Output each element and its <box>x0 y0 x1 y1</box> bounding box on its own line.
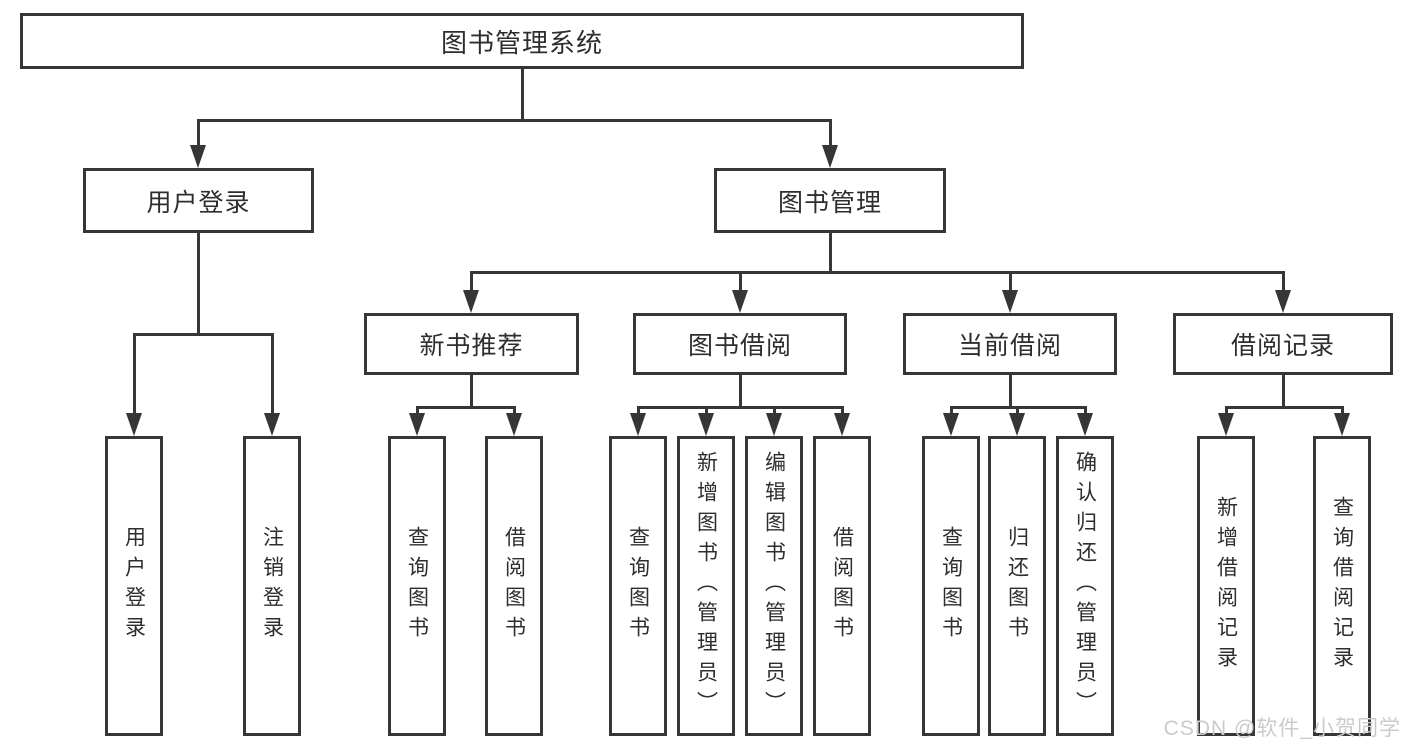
arrow-down-icon <box>506 413 522 436</box>
node-new-book-recommendation: 新书推荐 <box>364 313 579 375</box>
arrow-down-icon <box>822 145 838 168</box>
leaf-add-books-admin-label: 新增图书（管理员） <box>694 451 718 721</box>
node-user-login: 用户登录 <box>83 168 314 233</box>
leaf-logout-login-label: 注销登录 <box>260 526 284 646</box>
leaf-add-borrow-record: 新增借阅记录 <box>1197 436 1255 736</box>
connector-line <box>636 405 844 409</box>
connector-line <box>738 375 742 409</box>
node-book-management-label: 图书管理 <box>777 188 882 217</box>
arrow-down-icon <box>264 413 280 436</box>
connector-line <box>828 120 832 147</box>
connector-line <box>520 69 524 122</box>
connector-line <box>1083 407 1087 415</box>
leaf-borrow-books-borrowing: 借阅图书 <box>813 436 871 736</box>
connector-line <box>828 233 832 274</box>
connector-line <box>1015 407 1019 415</box>
connector-line <box>469 375 473 409</box>
arrow-down-icon <box>1334 413 1350 436</box>
leaf-edit-books-admin: 编辑图书（管理员） <box>745 436 803 736</box>
connector-line <box>196 233 200 336</box>
leaf-query-borrow-record-label: 查询借阅记录 <box>1330 496 1354 676</box>
connector-line <box>415 405 516 409</box>
connector-line <box>196 120 200 147</box>
arrow-down-icon <box>698 413 714 436</box>
node-root: 图书管理系统 <box>20 13 1024 69</box>
node-new-book-recommendation-label: 新书推荐 <box>419 332 524 360</box>
leaf-user-login-label: 用户登录 <box>122 526 146 646</box>
leaf-query-books-recommend: 查询图书 <box>388 436 446 736</box>
arrow-down-icon <box>126 413 142 436</box>
leaf-add-borrow-record-label: 新增借阅记录 <box>1214 496 1238 676</box>
leaf-return-books-label: 归还图书 <box>1005 526 1029 646</box>
arrow-down-icon <box>409 413 425 436</box>
node-borrowing-records: 借阅记录 <box>1173 313 1393 375</box>
arrow-down-icon <box>943 413 959 436</box>
connector-line <box>704 407 708 415</box>
connector-line <box>840 407 844 415</box>
watermark: CSDN @软件_小贺同学 <box>1163 717 1401 740</box>
arrow-down-icon <box>463 290 479 313</box>
connector-line <box>772 407 776 415</box>
node-book-management: 图书管理 <box>714 168 946 233</box>
connector-line <box>1224 405 1344 409</box>
connector-line <box>196 118 832 122</box>
connector-line <box>1224 407 1228 415</box>
leaf-user-login: 用户登录 <box>105 436 163 736</box>
leaf-query-books-borrowing: 查询图书 <box>609 436 667 736</box>
connector-line <box>1340 407 1344 415</box>
leaf-query-borrow-record: 查询借阅记录 <box>1313 436 1371 736</box>
arrow-down-icon <box>1218 413 1234 436</box>
leaf-return-books: 归还图书 <box>988 436 1046 736</box>
leaf-query-books-current-label: 查询图书 <box>939 526 963 646</box>
connector-line <box>949 407 953 415</box>
arrow-down-icon <box>1002 290 1018 313</box>
connector-line <box>469 272 473 292</box>
leaf-borrow-books-recommend-label: 借阅图书 <box>502 526 526 646</box>
node-user-login-label: 用户登录 <box>146 188 251 217</box>
arrow-down-icon <box>630 413 646 436</box>
arrow-down-icon <box>1275 290 1291 313</box>
arrow-down-icon <box>1077 413 1093 436</box>
node-borrowing-records-label: 借阅记录 <box>1230 332 1335 360</box>
connector-line <box>469 270 1285 274</box>
node-current-borrowing-label: 当前借阅 <box>957 332 1062 360</box>
node-book-borrowing: 图书借阅 <box>633 313 847 375</box>
connector-line <box>636 407 640 415</box>
arrow-down-icon <box>1009 413 1025 436</box>
leaf-query-books-current: 查询图书 <box>922 436 980 736</box>
arrow-down-icon <box>766 413 782 436</box>
node-root-label: 图书管理系统 <box>440 27 603 58</box>
leaf-logout-login: 注销登录 <box>243 436 301 736</box>
connector-line <box>512 407 516 415</box>
leaf-add-books-admin: 新增图书（管理员） <box>677 436 735 736</box>
connector-line <box>1281 272 1285 292</box>
connector-line <box>132 332 274 336</box>
arrow-down-icon <box>190 145 206 168</box>
leaf-query-books-borrowing-label: 查询图书 <box>626 526 650 646</box>
connector-line <box>1008 272 1012 292</box>
connector-line <box>415 407 419 415</box>
node-current-borrowing: 当前借阅 <box>903 313 1117 375</box>
arrow-down-icon <box>834 413 850 436</box>
connector-line <box>1008 375 1012 409</box>
leaf-confirm-return-admin: 确认归还（管理员） <box>1056 436 1114 736</box>
leaf-borrow-books-recommend: 借阅图书 <box>485 436 543 736</box>
connector-line <box>1281 375 1285 409</box>
leaf-edit-books-admin-label: 编辑图书（管理员） <box>762 451 786 721</box>
node-book-borrowing-label: 图书借阅 <box>687 332 792 360</box>
leaf-query-books-recommend-label: 查询图书 <box>405 526 429 646</box>
connector-line <box>132 334 136 415</box>
leaf-confirm-return-admin-label: 确认归还（管理员） <box>1073 451 1097 721</box>
arrow-down-icon <box>732 290 748 313</box>
leaf-borrow-books-borrowing-label: 借阅图书 <box>830 526 854 646</box>
connector-line <box>270 334 274 415</box>
connector-line <box>738 272 742 292</box>
